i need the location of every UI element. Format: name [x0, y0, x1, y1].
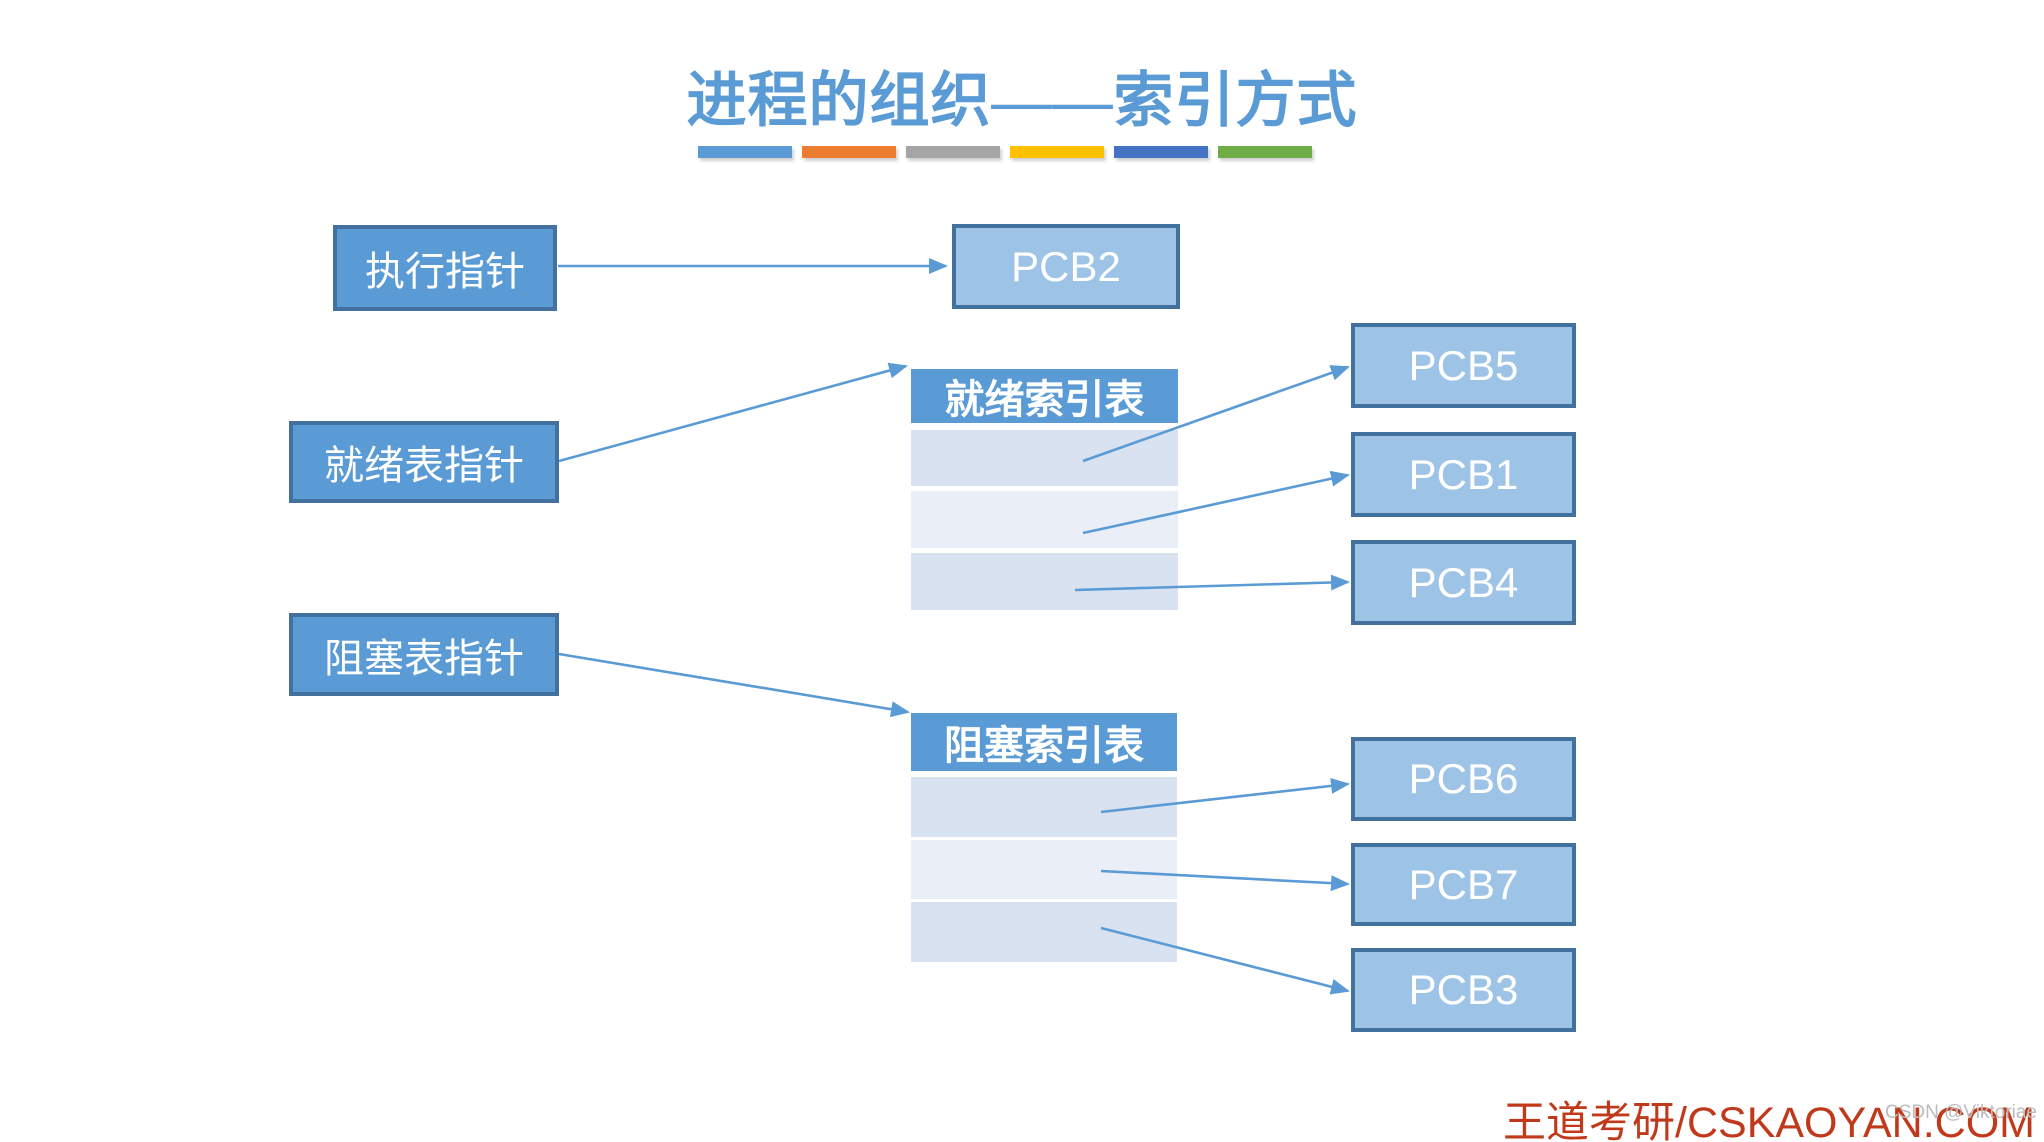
pcb-ready-1-label: PCB5: [1408, 341, 1519, 389]
ready-pointer-box: 就绪表指针: [289, 421, 559, 503]
footer-brand: 王道考研/CSKAOYAN.COM: [1503, 1099, 2035, 1142]
ready-index-row-1: [911, 430, 1178, 486]
ready-index-row-3: [911, 553, 1178, 610]
pcb-running-label: PCB2: [1011, 242, 1121, 290]
pcb-box-running: PCB2: [952, 224, 1180, 309]
blocked-index-row-2: [911, 840, 1177, 899]
pcb-blocked-2-label: PCB7: [1408, 860, 1519, 908]
theme-bar-blue: [698, 146, 792, 158]
exec-pointer-box: 执行指针: [333, 225, 557, 311]
theme-bar-gray: [906, 146, 1000, 158]
pcb-box-blocked-2: PCB7: [1351, 843, 1576, 926]
ready-index-table-header: 就绪索引表: [911, 369, 1178, 423]
page-title: 进程的组织——索引方式: [686, 68, 1358, 134]
blocked-pointer-label: 阻塞表指针: [324, 635, 524, 681]
arrow-ready-pointer-to-ready-table: [558, 362, 908, 463]
blocked-index-table-title: 阻塞索引表: [944, 723, 1144, 768]
pcb-box-ready-2: PCB1: [1351, 432, 1576, 517]
exec-pointer-label: 执行指针: [365, 249, 525, 294]
blocked-index-row-3: [911, 902, 1177, 962]
pcb-ready-3-label: PCB4: [1408, 558, 1519, 606]
csdn-watermark: CSDN @Viktoriae: [1885, 1102, 2037, 1123]
pcb-box-blocked-3: PCB3: [1351, 948, 1576, 1032]
arrow-blocked-pointer-to-blocked-table: [558, 652, 910, 718]
blocked-index-table-header: 阻塞索引表: [911, 713, 1177, 771]
blocked-pointer-box: 阻塞表指针: [289, 613, 559, 696]
blocked-index-row-1: [911, 777, 1177, 837]
ready-index-row-2: [911, 491, 1178, 548]
theme-color-bars: [698, 146, 1312, 158]
pcb-box-ready-1: PCB5: [1351, 323, 1576, 408]
theme-bar-green: [1218, 146, 1312, 158]
pcb-box-blocked-1: PCB6: [1351, 737, 1576, 821]
pcb-ready-2-label: PCB1: [1408, 450, 1519, 498]
pcb-blocked-1-label: PCB6: [1408, 755, 1519, 802]
theme-bar-orange: [802, 146, 896, 158]
theme-bar-dark-blue: [1114, 146, 1208, 158]
theme-bar-gold: [1010, 146, 1104, 158]
pcb-blocked-3-label: PCB3: [1408, 966, 1519, 1013]
pcb-box-ready-3: PCB4: [1351, 540, 1576, 625]
ready-pointer-label: 就绪表指针: [324, 443, 524, 488]
ready-index-table-title: 就绪索引表: [944, 377, 1145, 422]
